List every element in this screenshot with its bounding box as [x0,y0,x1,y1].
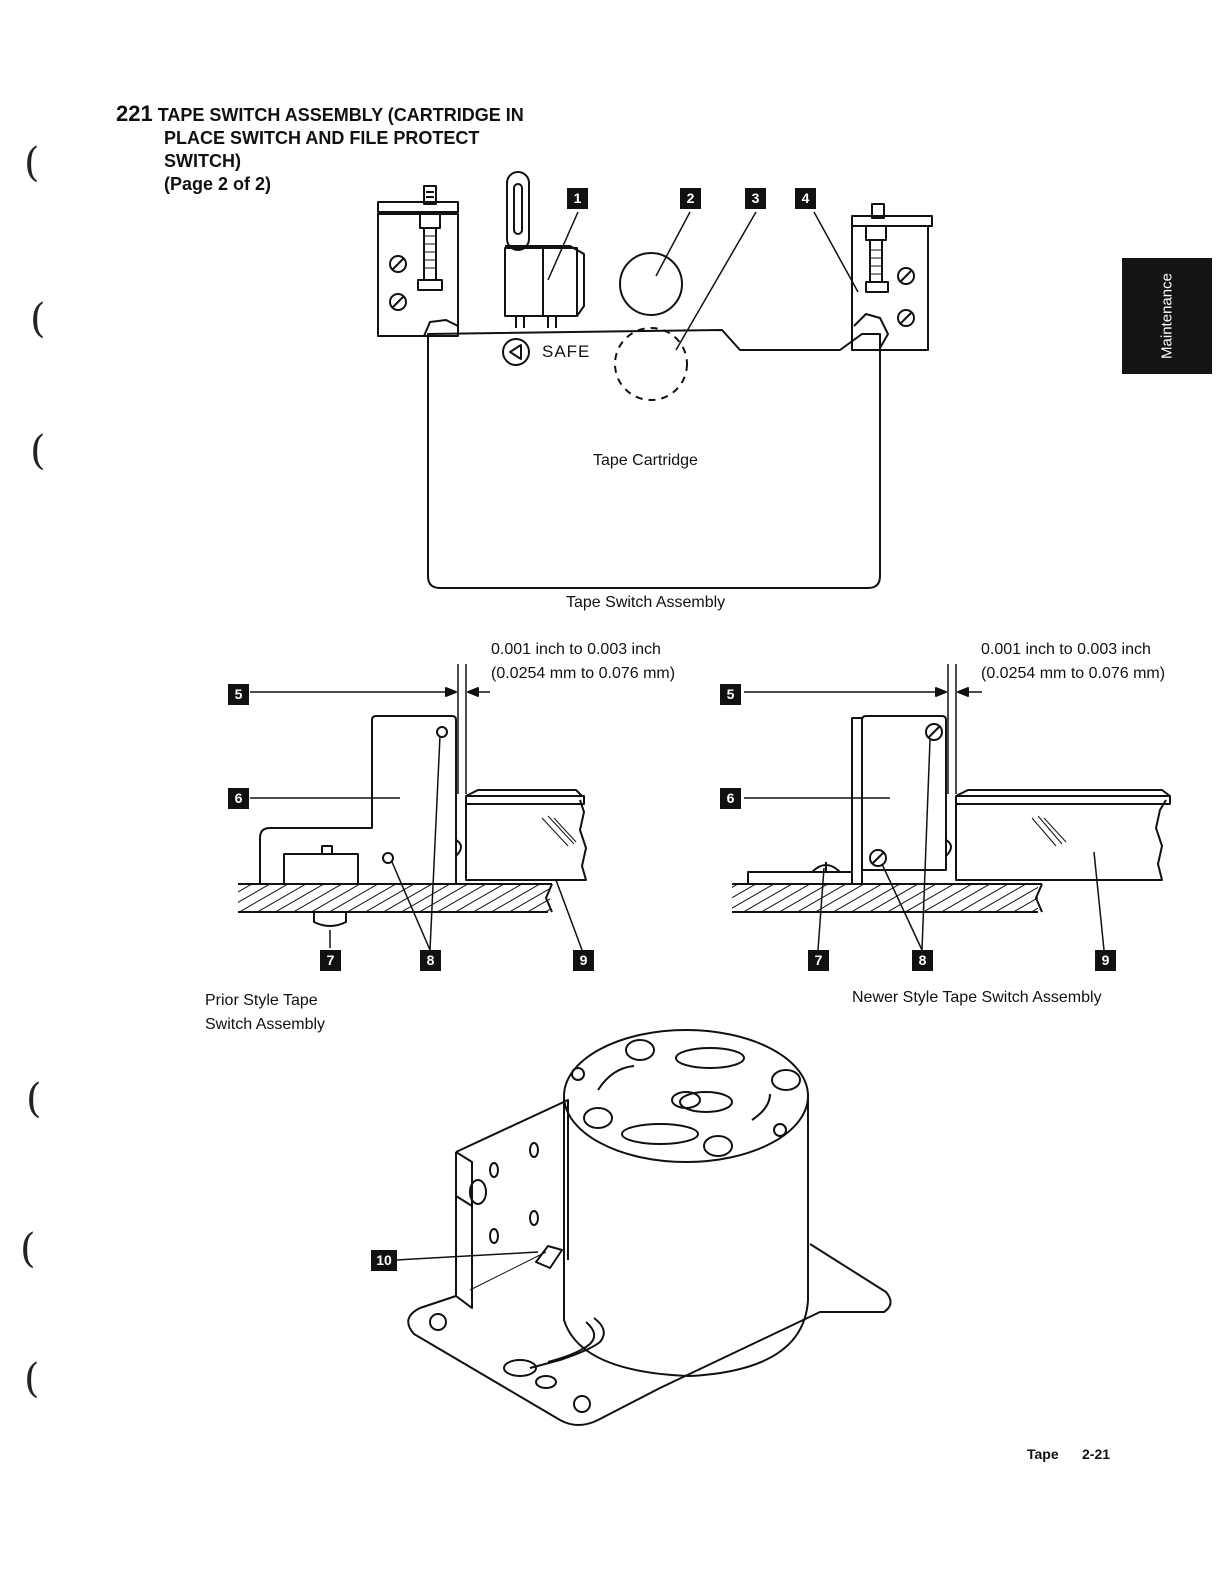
callout-3: 3 [745,188,766,209]
binding-mark: ( [24,1356,40,1402]
motor-assembly [395,1029,892,1426]
motor-callout-10: 10 [371,1250,397,1271]
prior-gap-line-2: (0.0254 mm to 0.076 mm) [491,665,676,682]
newer-caption: Newer Style Tape Switch Assembly [852,989,1102,1006]
tape-cartridge-outline [427,329,881,589]
newer-callout-9: 9 [1095,950,1116,971]
left-switch-bracket [377,185,459,337]
maintenance-side-tab: Maintenance [1122,258,1212,374]
newer-callout-6: 6 [720,788,741,809]
newer-callout-8: 8 [912,950,933,971]
prior-callout-6: 6 [228,788,249,809]
binding-mark: ( [30,296,46,342]
tape-cartridge-label: Tape Cartridge [593,452,698,469]
safe-label: SAFE [542,342,591,361]
section-number: 221 [116,101,153,126]
binding-mark: ( [30,428,46,474]
title-line-1: TAPE SWITCH ASSEMBLY (CARTRIDGE IN [157,105,524,125]
footer-section: Tape [1027,1446,1059,1462]
prior-callout-8: 8 [420,950,441,971]
prior-caption-line-2: Switch Assembly [205,1016,326,1033]
newer-gap-line-1: 0.001 inch to 0.003 inch [981,641,1151,658]
page-indicator: (Page 2 of 2) [164,174,272,194]
callout-4: 4 [795,188,816,209]
footer-page-number: 2-21 [1082,1446,1111,1462]
tape-switch-assembly-caption: Tape Switch Assembly [566,594,726,611]
prior-callout-5: 5 [228,684,249,705]
prior-callout-7: 7 [320,950,341,971]
binding-mark: ( [26,1076,42,1122]
cartridge-in-place-switch [504,171,585,328]
prior-callout-9: 9 [573,950,594,971]
newer-callout-5: 5 [720,684,741,705]
prior-gap-line-1: 0.001 inch to 0.003 inch [491,641,661,658]
right-switch-bracket [851,203,933,351]
title-line-2: PLACE SWITCH AND FILE PROTECT [164,128,480,148]
prior-style-assembly [238,664,587,951]
callout-2: 2 [680,188,701,209]
safe-arrow-icon [502,338,530,366]
binding-mark: ( [24,140,40,186]
safe-plug-position [614,327,688,401]
binding-mark: ( [20,1226,36,1272]
title-line-3: SWITCH) [164,151,241,171]
newer-callout-7: 7 [808,950,829,971]
newer-gap-line-2: (0.0254 mm to 0.076 mm) [981,665,1166,682]
prior-caption-line-1: Prior Style Tape [205,992,318,1009]
callout-1: 1 [567,188,588,209]
newer-style-assembly [732,664,1171,951]
file-protect-switch [619,252,683,316]
page-heading: 221 TAPE SWITCH ASSEMBLY (CARTRIDGE IN P… [116,102,524,196]
